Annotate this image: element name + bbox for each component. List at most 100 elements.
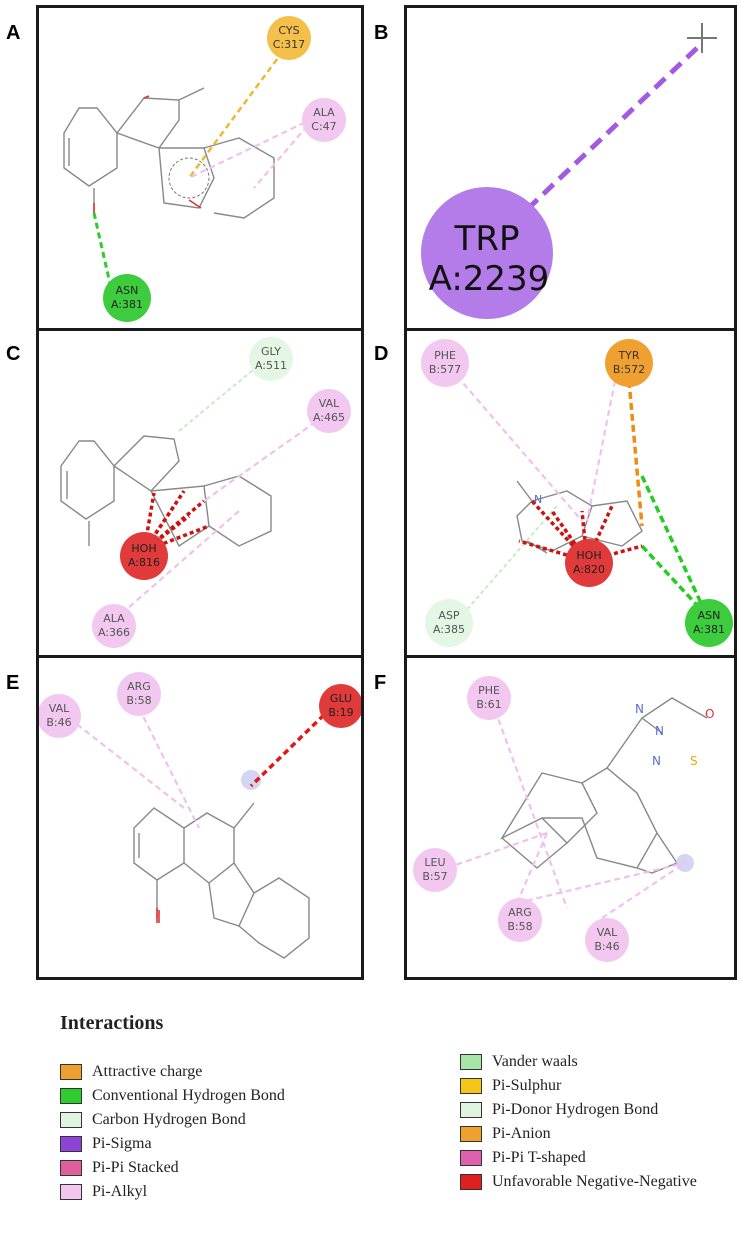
svg-text:VAL: VAL [597,926,618,939]
legend-item: Pi-Sulphur [460,1076,561,1096]
legend-title: Interactions [60,1012,164,1034]
residue-hoh: HOH A:816 [120,532,168,580]
interaction-line [249,706,333,788]
panel-f: N N N O S PHE B:61 LEU B:57 ARG B:58 VAL… [404,655,737,980]
interaction-line [601,862,686,919]
residue-arg: ARG B:58 [117,672,161,716]
svg-text:GLU: GLU [330,692,352,705]
interaction-diagram-d: N PHE B:577 TYR B:572 HOH A:820 [421,339,733,647]
legend-swatch [460,1054,482,1070]
interaction-line [253,117,315,189]
residue-arg: ARG B:58 [498,898,542,942]
interaction-line [456,505,558,622]
legend-label: Pi-Donor Hydrogen Bond [492,1101,659,1118]
legend-item: Unfavorable Negative-Negative [460,1172,697,1192]
ligand-structure [516,480,643,554]
interaction-line [68,717,185,809]
legend-swatch [460,1078,482,1094]
interaction-line [516,861,686,905]
residue-cys: CYS C:317 [267,16,311,60]
panel-d: N PHE B:577 TYR B:572 HOH A:820 [404,328,737,658]
panel-label-f: F [374,672,387,694]
svg-text:ALA: ALA [103,612,125,625]
legend-swatch [60,1184,82,1200]
residue-trp: TRP A:2239 [421,187,553,319]
svg-text:B:58: B:58 [507,920,532,933]
panel-label-b: B [374,22,389,44]
legend-label: Pi-Anion [492,1125,551,1142]
legend-label: Pi-Alkyl [92,1183,148,1200]
svg-text:ARG: ARG [508,906,532,919]
interaction-line [493,709,569,909]
residue-asp: ASP A:385 [425,599,473,647]
residue-asn: ASN A:381 [103,274,151,322]
residue-glu: GLU B:19 [319,684,361,728]
svg-text:B:577: B:577 [429,363,461,376]
interaction-line [138,707,200,829]
svg-text:A:820: A:820 [573,563,605,576]
interaction-line [585,370,619,522]
svg-text:A:381: A:381 [693,623,725,636]
panel-label-e: E [6,672,20,694]
legend-item: Pi-Donor Hydrogen Bond [460,1100,658,1120]
legend-swatch [60,1088,82,1104]
legend-swatch [460,1102,482,1118]
legend-label: Pi-Pi Stacked [92,1159,179,1176]
panel-b: TRP A:2239 [404,5,737,331]
nitrogen-atom: N [635,702,644,716]
residue-ala: ALA A:366 [92,604,136,648]
panel-label-d: D [374,343,389,365]
panel-e: VAL B:46 ARG B:58 GLU B:19 [36,655,364,980]
legend-swatch [60,1136,82,1152]
panel-label-c: C [6,343,21,365]
residue-val: VAL B:46 [585,918,629,962]
interaction-diagram-c: GLY A:511 VAL A:465 HOH A:816 ALA A:366 [60,337,351,648]
legend-label: Pi-Sigma [92,1135,152,1152]
interaction-line [627,380,644,527]
panel-label-a: A [6,22,21,44]
panel-a: CYS C:317 ALA C:47 ASN A:381 [36,5,364,331]
svg-text:C:47: C:47 [311,120,336,133]
residue-ala: ALA C:47 [302,98,346,142]
legend-label: Unfavorable Negative-Negative [492,1173,697,1190]
residue-tyr: TYR B:572 [605,339,653,387]
svg-text:A:2239: A:2239 [429,259,550,299]
svg-text:B:61: B:61 [476,698,501,711]
svg-text:ASN: ASN [116,284,139,297]
legend-swatch [60,1064,82,1080]
ligand-structure [60,435,272,548]
interaction-line [187,42,291,179]
interaction-diagram-e: VAL B:46 ARG B:58 GLU B:19 [39,672,361,959]
panel-c: GLY A:511 VAL A:465 HOH A:816 ALA A:366 [36,328,364,658]
legend-item: Conventional Hydrogen Bond [60,1086,285,1106]
legend-label: Attractive charge [92,1063,203,1080]
svg-text:A:816: A:816 [128,556,160,569]
svg-text:ALA: ALA [313,106,335,119]
legend-label: Carbon Hydrogen Bond [92,1111,246,1128]
interaction-diagram-f: N N N O S PHE B:61 LEU B:57 ARG B:58 VAL… [413,676,714,962]
svg-text:A:465: A:465 [313,411,345,424]
svg-text:PHE: PHE [478,684,500,697]
residue-phe: PHE B:577 [421,339,469,387]
oxygen-atom: O [705,707,714,721]
svg-text:GLY: GLY [261,345,281,358]
residue-asn: ASN A:381 [685,599,733,647]
ligand-structure [63,87,275,219]
legend-label: Pi-Sulphur [492,1077,562,1094]
svg-text:C:317: C:317 [273,38,305,51]
legend-item: Carbon Hydrogen Bond [60,1110,246,1130]
svg-text:B:46: B:46 [594,940,619,953]
svg-text:PHE: PHE [434,349,456,362]
svg-text:A:385: A:385 [433,623,465,636]
interaction-line [92,212,113,289]
legend-swatch [60,1160,82,1176]
legend-item: Vander waals [460,1052,578,1072]
interaction-line [203,415,325,502]
svg-text:B:46: B:46 [46,716,71,729]
interaction-line [515,832,549,904]
ligand-structure [133,802,310,959]
legend-swatch [460,1150,482,1166]
legend-label: Pi-Pi T-shaped [492,1149,586,1166]
interaction-line [188,117,315,179]
svg-text:CYS: CYS [278,24,299,37]
